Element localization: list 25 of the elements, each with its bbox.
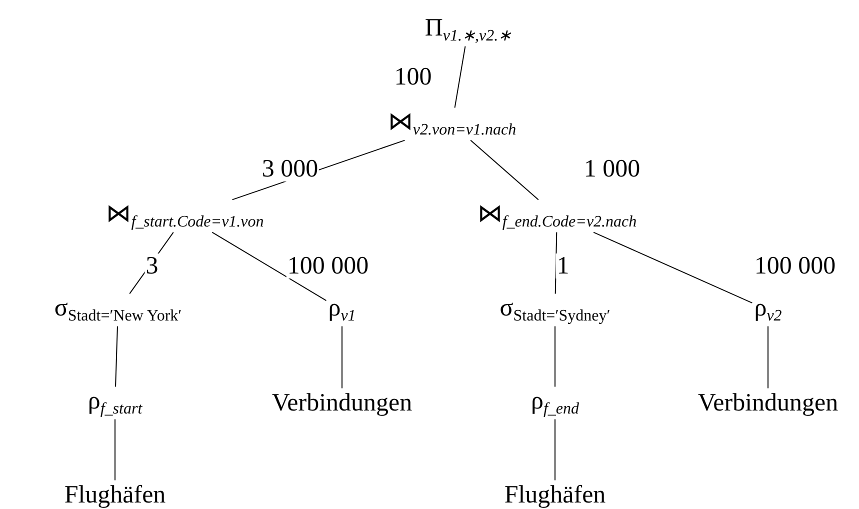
operator-label: ⋈$_{v2.von=v1.nach}$ bbox=[386, 108, 518, 140]
tree-edge bbox=[593, 232, 753, 304]
operator-label: σ$_{Stadt=′Sydney′}$ bbox=[498, 294, 612, 326]
operator-label: ⋈$_{f_start.Code=v1.von}$ bbox=[104, 200, 266, 232]
tree-edge bbox=[115, 326, 118, 388]
operator-label: Flughäfen bbox=[62, 480, 168, 509]
operator-label: ρ$_{f_start}$ bbox=[86, 386, 144, 420]
operator-label: Π$_{v1.∗,v2.∗}$ bbox=[422, 14, 514, 46]
operator-label: σ$_{Stadt=′New York′}$ bbox=[52, 294, 184, 326]
operator-label: Verbindungen bbox=[270, 388, 414, 418]
operator-label: ρ$_{f_end}$ bbox=[528, 386, 582, 420]
tree-edge bbox=[554, 326, 556, 388]
tree-edge bbox=[454, 46, 466, 108]
tree-edge bbox=[114, 418, 116, 481]
operator-label: ρ$_{v2}$ bbox=[752, 294, 784, 326]
operator-label: Verbindungen bbox=[696, 388, 840, 418]
tree-edge bbox=[212, 232, 327, 302]
edge-label: 100 000 bbox=[286, 254, 370, 278]
tree-edge bbox=[470, 140, 539, 200]
edge-label: 3 000 bbox=[260, 156, 320, 182]
operator-label: Flughäfen bbox=[502, 480, 608, 509]
tree-edge bbox=[554, 418, 556, 481]
operator-label: ρ$_{v1}$ bbox=[326, 294, 358, 326]
operator-label: ⋈$_{f_end.Code=v2.nach}$ bbox=[475, 200, 639, 232]
edge-label: 1 bbox=[556, 254, 570, 278]
